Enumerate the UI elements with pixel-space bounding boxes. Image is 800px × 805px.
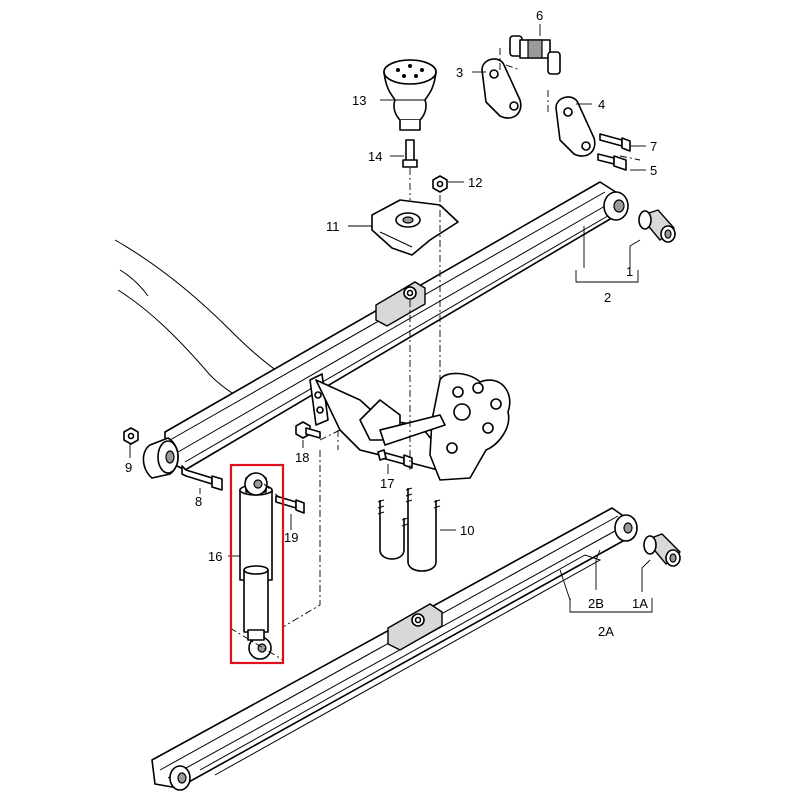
label-7: 7	[650, 139, 657, 154]
highlight-frame-16	[229, 463, 285, 665]
shackle-plate-3	[481, 58, 522, 119]
label-10: 10	[460, 523, 474, 538]
label-6: 6	[536, 8, 543, 23]
label-8: 8	[195, 494, 202, 509]
label-4: 4	[598, 97, 605, 112]
label-2: 2	[604, 290, 611, 305]
nut-12	[432, 175, 448, 193]
bushing-6	[499, 35, 561, 112]
bolt-8	[181, 465, 223, 491]
label-5: 5	[650, 163, 657, 178]
label-3: 3	[456, 65, 463, 80]
bump-stop-13	[383, 59, 437, 131]
label-12: 12	[468, 175, 482, 190]
shock-absorber-16	[239, 472, 273, 660]
spring-eye-upper-front	[603, 191, 629, 221]
label-9: 9	[125, 460, 132, 475]
label-2B: 2B	[588, 596, 604, 611]
label-1A: 1A	[632, 596, 648, 611]
label-2A: 2A	[598, 624, 614, 639]
bushing-1A	[643, 533, 682, 567]
assembly-center-lines	[229, 64, 641, 661]
axle-mount-assembly	[309, 372, 511, 481]
label-13: 13	[352, 93, 366, 108]
label-16: 16	[208, 549, 222, 564]
bolt-18	[295, 421, 321, 439]
shackle-plate-4	[555, 96, 596, 157]
spring-eye-lower-rear	[169, 765, 191, 791]
bolt-7	[599, 133, 631, 152]
bushing-1	[638, 209, 676, 243]
bracket-11	[371, 199, 459, 256]
nut-9	[123, 427, 139, 445]
label-1: 1	[626, 264, 633, 279]
nut-5	[597, 153, 627, 171]
spring-eye-upper-rear	[142, 437, 179, 479]
leader-lines	[129, 24, 653, 613]
label-14: 14	[368, 149, 382, 164]
label-19: 19	[284, 530, 298, 545]
label-17: 17	[380, 476, 394, 491]
callout-labels: 6 3 4 7 5 13 14 12 11 1 2 9 8 18 17 19 1…	[125, 8, 657, 639]
u-bolts-10	[377, 487, 441, 572]
leaf-spring-lower	[151, 507, 633, 789]
label-11: 11	[326, 219, 340, 234]
bolt-14	[402, 139, 418, 168]
spring-eye-lower-front	[614, 514, 638, 542]
bolt-17	[377, 449, 413, 469]
bolt-19	[275, 495, 305, 514]
label-18: 18	[295, 450, 309, 465]
